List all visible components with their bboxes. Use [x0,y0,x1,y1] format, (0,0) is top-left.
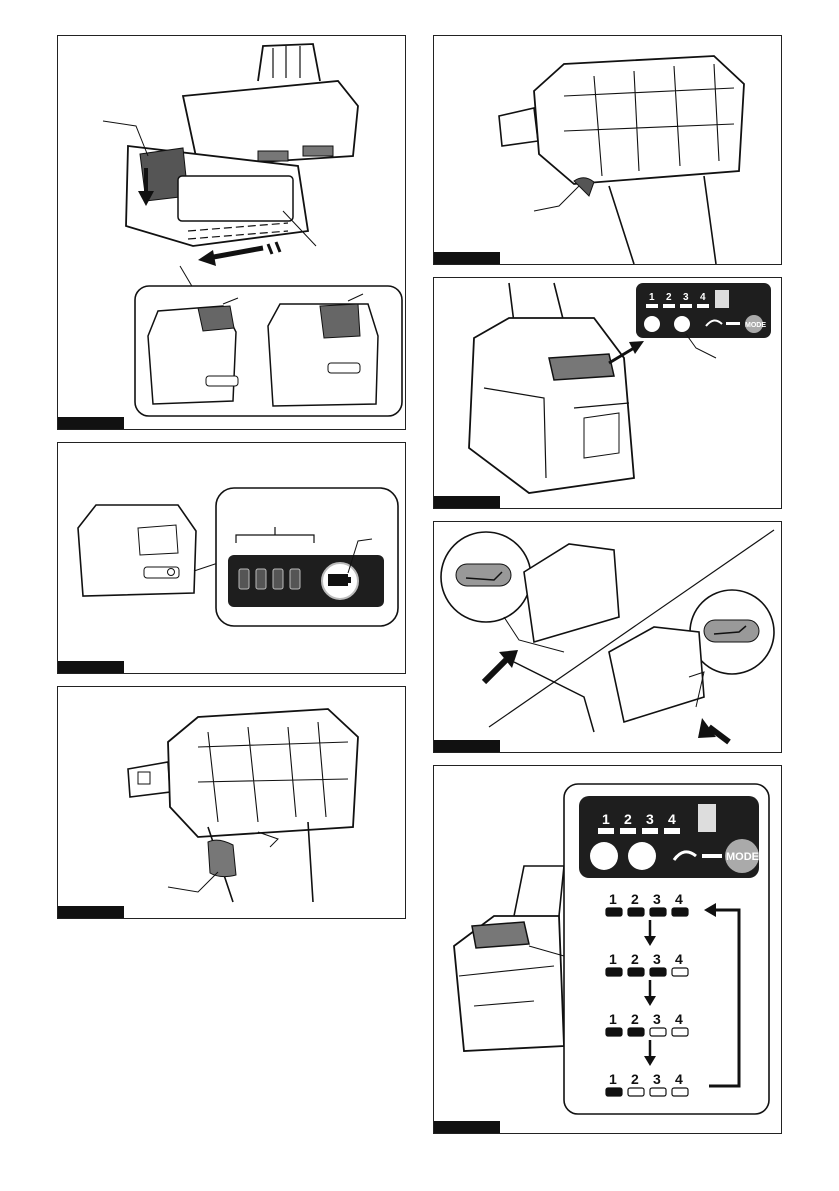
sequence-indicator [672,968,688,976]
battery-insertion-illustration [58,36,406,430]
sequence-indicator [672,1028,688,1036]
sequence-digit: 2 [631,891,639,907]
svg-text:3: 3 [683,292,689,303]
svg-text:2: 2 [666,292,672,303]
sequence-indicator [650,1028,666,1036]
figure-3-trigger [57,686,406,919]
sequence-digit: 3 [653,1011,661,1027]
sequence-digit: 1 [609,951,617,967]
battery-indicator-illustration [58,443,406,674]
sequence-digit: 2 [631,1011,639,1027]
sequence-digit: 4 [675,1011,683,1027]
svg-text:4: 4 [668,811,676,827]
sequence-indicator [606,908,622,916]
trigger-illustration [58,687,406,919]
figure-6-reversing-switch [433,521,782,753]
reversing-switch-illustration [434,522,782,753]
svg-text:2: 2 [624,811,632,827]
sequence-digit: 1 [609,891,617,907]
sequence-digit: 3 [653,951,661,967]
sequence-indicator [628,1028,644,1036]
figure-2-battery-indicator [57,442,406,674]
svg-text:4: 4 [700,292,706,303]
sequence-digit: 3 [653,1071,661,1087]
sequence-indicator [606,1028,622,1036]
figure-tab [58,661,124,673]
sequence-indicator [672,908,688,916]
figure-tab [434,1121,500,1133]
figure-5-switch-panel: 1 2 3 4 MODE [433,277,782,509]
sequence-digit: 4 [675,951,683,967]
figure-tab [434,740,500,752]
sequence-digit: 4 [675,1071,683,1087]
sequence-indicator [650,1088,666,1096]
svg-text:1: 1 [602,811,610,827]
sequence-indicator [628,1088,644,1096]
sequence-indicator [628,968,644,976]
sequence-digit: 2 [631,951,639,967]
switch-panel-illustration: 1 2 3 4 MODE [434,278,782,509]
sequence-indicator [606,968,622,976]
sequence-digit: 4 [675,891,683,907]
sequence-indicator [650,968,666,976]
sequence-indicator [672,1088,688,1096]
svg-text:1: 1 [649,292,655,303]
figure-tab [58,417,124,429]
svg-text:3: 3 [646,811,654,827]
figure-1-battery-insertion [57,35,406,430]
figure-4-tool-side [433,35,782,265]
sequence-digit: 3 [653,891,661,907]
mode-button-label: MODE [726,851,759,863]
tool-side-illustration [434,36,782,265]
sequence-indicator [606,1088,622,1096]
sequence-digit: 1 [609,1011,617,1027]
figure-tab [58,906,124,918]
sequence-digit: 1 [609,1071,617,1087]
svg-text:MODE: MODE [745,322,766,329]
figure-tab [434,252,500,264]
sequence-indicator [650,908,666,916]
sequence-indicator [628,908,644,916]
sequence-digit: 2 [631,1071,639,1087]
figure-tab [434,496,500,508]
